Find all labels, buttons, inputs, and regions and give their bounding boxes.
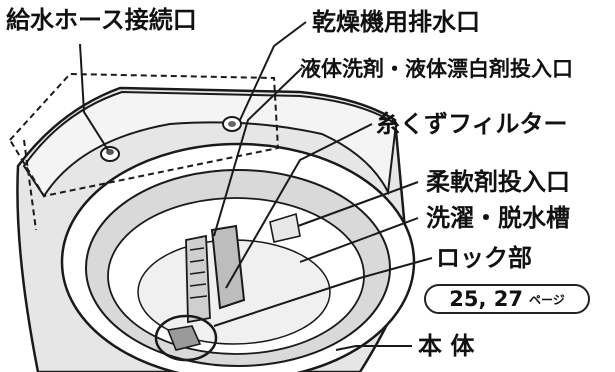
lint-filter-shape bbox=[210, 224, 246, 310]
leader-filter bbox=[225, 123, 373, 289]
label-softener-inlet: 柔軟剤投入口 bbox=[426, 168, 570, 196]
leader-body bbox=[335, 345, 412, 351]
label-lint-filter: 糸くずフィルター bbox=[376, 110, 568, 138]
label-water-hose-inlet: 給水ホース接続口 bbox=[6, 6, 197, 34]
lock-highlight-circle bbox=[154, 314, 218, 362]
label-dryer-drain-outlet: 乾燥機用排水口 bbox=[312, 8, 480, 36]
page-reference-numbers: 25, 27 bbox=[449, 287, 523, 311]
label-liquid-detergent-bleach-inlet: 液体洗剤・液体漂白剤投入口 bbox=[300, 57, 573, 81]
softener-inlet-shape bbox=[269, 212, 301, 243]
leader-tub bbox=[299, 217, 419, 263]
leader-lock bbox=[213, 257, 433, 327]
page-reference-word: ページ bbox=[528, 292, 565, 307]
label-wash-spin-tub: 洗濯・脱水槽 bbox=[426, 204, 570, 232]
leader-detergent bbox=[213, 67, 303, 237]
top-panel bbox=[22, 90, 398, 198]
leader-drain bbox=[239, 21, 307, 121]
dashed-region bbox=[8, 72, 280, 198]
page-reference-badge: 25, 27 ページ bbox=[424, 284, 590, 314]
leader-hose bbox=[79, 43, 109, 151]
leader-softener bbox=[297, 181, 419, 227]
label-body: 本 体 bbox=[418, 332, 475, 360]
agitator bbox=[185, 234, 211, 324]
label-lock-part: ロック部 bbox=[436, 244, 532, 272]
